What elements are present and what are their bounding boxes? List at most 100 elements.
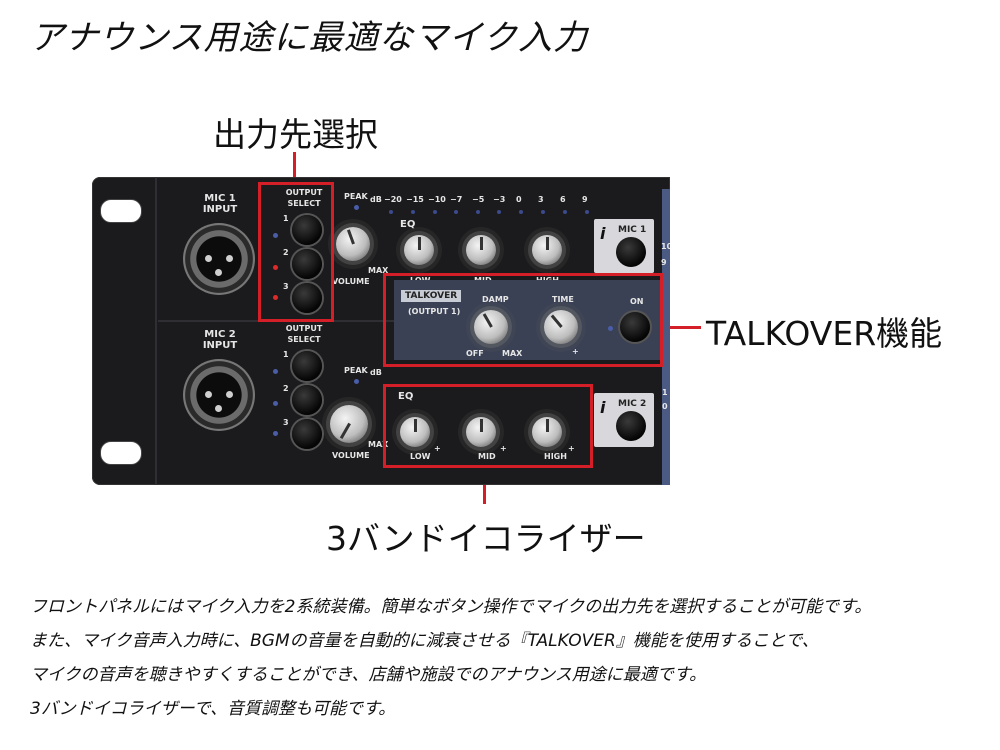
talkover-on-label: ON	[630, 297, 644, 306]
mic1-led-1	[273, 233, 278, 238]
meter-led-8	[541, 210, 545, 214]
talkover-led	[608, 326, 613, 331]
mic1-eq-high-knob[interactable]	[532, 235, 562, 265]
meter-tick-6: 6	[560, 195, 566, 204]
mic1-select-num-2: 2	[283, 248, 289, 257]
time-knob[interactable]	[544, 310, 578, 344]
meter-tick-m3: −3	[493, 195, 506, 204]
mic2-eq-mid-label: MID	[478, 452, 496, 461]
mic2-select-num-3: 3	[283, 418, 289, 427]
rack-ear-slot-top	[100, 199, 142, 223]
mic1-output-select-button-3[interactable]	[292, 283, 322, 313]
info-icon: i	[600, 398, 606, 417]
mic1-volume-knob[interactable]	[336, 227, 370, 261]
highlight-talkover	[383, 273, 663, 367]
mic1-on-box: i MIC 1	[594, 219, 654, 273]
mic1-led-2	[273, 265, 278, 270]
mic2-input-label: MIC 2 INPUT	[202, 329, 238, 351]
callout-output-select: 出力先選択	[213, 115, 378, 154]
meter-led-7	[519, 210, 523, 214]
meter-db-label: dB	[370, 195, 382, 204]
talkover-panel: TALKOVER (OUTPUT 1) DAMP TIME OFF MAX + …	[394, 280, 662, 360]
meter-tick-9: 9	[582, 195, 588, 204]
mic1-output-select-label: OUTPUT SELECT	[285, 188, 323, 208]
meter-tick-m10: −10	[428, 195, 446, 204]
description: フロントパネルにはマイク入力を2系統装備。簡単なボタン操作でマイクの出力先を選択…	[30, 590, 871, 726]
mic2-output-select-button-1[interactable]	[292, 351, 322, 381]
mic1-input-label: MIC 1 INPUT	[202, 193, 238, 215]
mixer-front-panel: MIC 1 INPUT OUTPUT SELECT 1 2 3 VOLUME M…	[92, 177, 670, 485]
mic2-eq-high-plus: +	[568, 444, 575, 453]
mic2-peak-led	[354, 379, 359, 384]
mic2-eq-low-plus: +	[434, 444, 441, 453]
highlight-output-select	[258, 182, 334, 322]
mic1-on-button[interactable]	[616, 237, 646, 267]
mic2-led-3	[273, 431, 278, 436]
meter-tick-m15: −15	[406, 195, 424, 204]
damp-knob[interactable]	[474, 310, 508, 344]
mic1-output-select-button-1[interactable]	[292, 215, 322, 245]
mic2-peak-label: PEAK	[344, 366, 368, 375]
meter-tick-3: 3	[538, 195, 544, 204]
mic2-eq-mid-plus: +	[500, 444, 507, 453]
damp-label: DAMP	[482, 295, 509, 304]
mic2-output-select-button-2[interactable]	[292, 385, 322, 415]
side-num-9: 9	[661, 258, 667, 267]
meter-tick-m20: −20	[384, 195, 402, 204]
mic2-output-select-label: OUTPUT SELECT	[285, 324, 323, 344]
meter-tick-m7: −7	[450, 195, 463, 204]
info-icon: i	[600, 224, 606, 243]
mic1-peak-label: PEAK	[344, 192, 368, 201]
meter-tick-0: 0	[516, 195, 522, 204]
mic1-select-num-1: 1	[283, 214, 289, 223]
side-strip	[662, 189, 670, 485]
mic1-eq-mid-knob[interactable]	[466, 235, 496, 265]
meter-led-3	[433, 210, 437, 214]
talkover-on-button[interactable]	[620, 312, 650, 342]
side-num-10: 10	[661, 242, 670, 251]
description-line-4: 3バンドイコライザーで、音質調整も可能です。	[30, 699, 396, 719]
mic2-on-button[interactable]	[616, 411, 646, 441]
meter-tick-m5: −5	[472, 195, 485, 204]
rack-ear-divider	[155, 177, 157, 485]
side-num-1: 1	[662, 388, 668, 397]
rack-ear-slot-bottom	[100, 441, 142, 465]
description-line-2: また、マイク音声入力時に、BGMの音量を自動的に減衰させる『TALKOVER』機…	[30, 631, 819, 651]
mic1-eq-label: EQ	[400, 219, 416, 230]
description-line-3: マイクの音声を聴きやすくすることができ、店舗や施設でのアナウンス用途に最適です。	[30, 665, 707, 685]
mic1-xlr-jack[interactable]	[183, 223, 255, 295]
mic2-eq-mid-knob[interactable]	[466, 417, 496, 447]
mic2-db-label: dB	[370, 368, 382, 377]
mic1-eq-low-knob[interactable]	[404, 235, 434, 265]
mic2-led-2	[273, 401, 278, 406]
mic1-peak-led	[354, 205, 359, 210]
mic2-volume-max-label: MAX	[368, 440, 389, 449]
meter-led-10	[585, 210, 589, 214]
highlight-eq	[383, 384, 593, 468]
meter-led-4	[454, 210, 458, 214]
meter-led-2	[411, 210, 415, 214]
callout-talkover: TALKOVER機能	[706, 314, 943, 353]
mic2-eq-high-knob[interactable]	[532, 417, 562, 447]
damp-max-label: MAX	[502, 349, 523, 358]
mic1-on-label: MIC 1	[618, 225, 647, 235]
talkover-output-label: (OUTPUT 1)	[408, 307, 461, 316]
mic1-volume-label: VOLUME	[332, 277, 370, 286]
damp-off-label: OFF	[466, 349, 484, 358]
mic1-led-3	[273, 295, 278, 300]
mic1-output-select-button-2[interactable]	[292, 249, 322, 279]
mic2-on-box: i MIC 2	[594, 393, 654, 447]
mic2-xlr-jack[interactable]	[183, 359, 255, 431]
mic2-output-select-button-3[interactable]	[292, 419, 322, 449]
meter-led-5	[476, 210, 480, 214]
mic2-select-num-2: 2	[283, 384, 289, 393]
mic2-volume-knob[interactable]	[330, 405, 368, 443]
mic2-select-num-1: 1	[283, 350, 289, 359]
mic2-eq-low-knob[interactable]	[400, 417, 430, 447]
mic2-eq-high-label: HIGH	[544, 452, 567, 461]
mic2-led-1	[273, 369, 278, 374]
meter-led-6	[497, 210, 501, 214]
callout-line-talkover	[663, 326, 701, 329]
description-line-1: フロントパネルにはマイク入力を2系統装備。簡単なボタン操作でマイクの出力先を選択…	[30, 597, 872, 617]
time-plus-label: +	[572, 347, 579, 356]
